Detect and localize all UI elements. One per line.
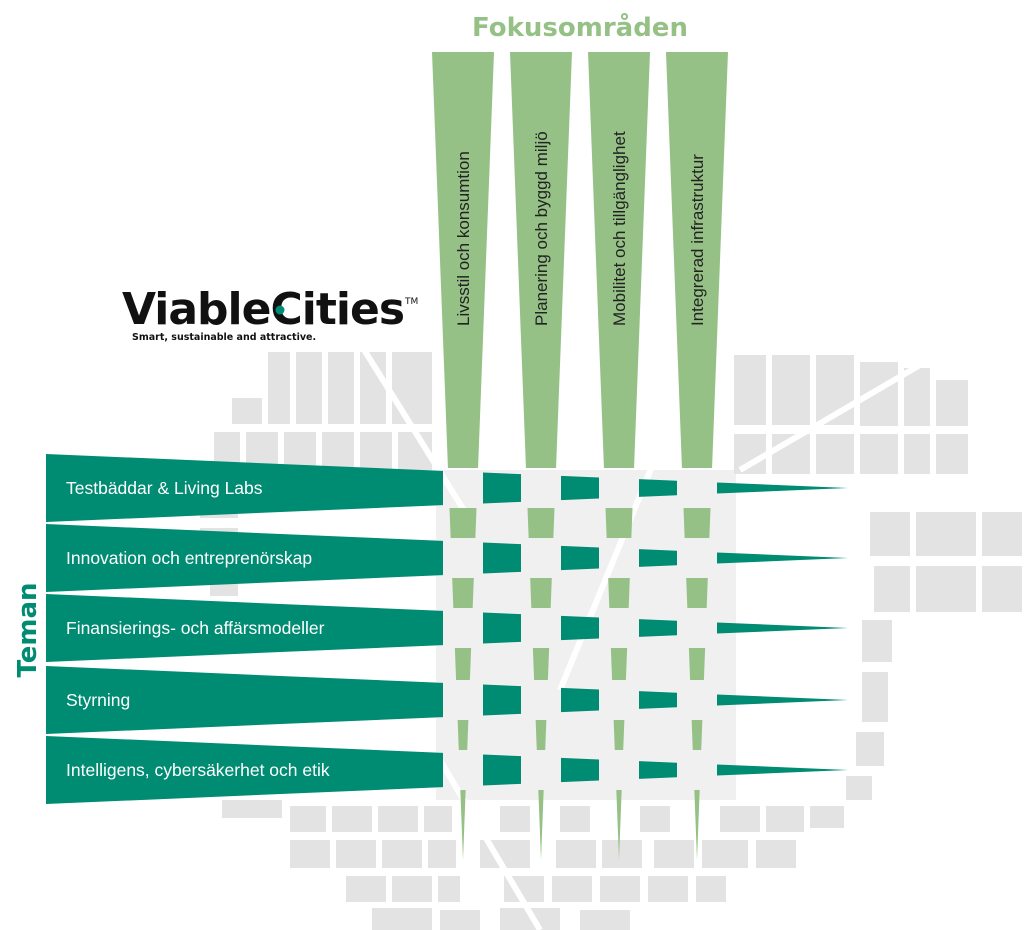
focus-column-segment [530,578,552,608]
focus-column-segment [449,508,477,538]
focus-column-segment [452,578,474,608]
theme-row-segment [483,612,521,644]
focus-column-segment [432,52,494,468]
logo-dot-icon [275,305,285,315]
theme-label: Finansierings- och affärsmodeller [66,618,325,638]
logo-trademark: TM [404,297,418,307]
theme-row-segment [717,622,848,634]
focus-column-segment [535,720,547,750]
theme-row-3: Finansierings- och affärsmodeller [46,594,848,662]
focus-column-segment [686,578,708,608]
theme-label: Styrning [66,690,130,710]
focus-column-segment [457,720,469,750]
focus-column-segment [532,648,550,680]
theme-row-segment [483,472,521,504]
focus-column-segment [613,720,625,750]
theme-row-segment [717,482,848,494]
theme-row-4: Styrning [46,666,848,734]
theme-row-segment [46,454,443,522]
theme-row-segment [46,736,443,804]
theme-row-2: Innovation och entreprenörskap [46,524,848,592]
theme-label: Testbäddar & Living Labs [66,478,263,498]
focus-area-columns: Livsstil och konsumtion Planering och byg… [432,52,728,860]
focus-column-segment [538,790,544,860]
focus-area-label: Planering och byggd miljö [532,131,551,326]
theme-row-segment [561,757,599,783]
theme-row-segment [561,475,599,501]
focus-area-label: Mobilitet och tillgänglighet [610,131,629,326]
theme-label: Innovation och entreprenörskap [66,548,312,568]
theme-row-segment [46,666,443,734]
logo-tagline: Smart, sustainable and attractive. [132,332,316,343]
theme-row-segment [639,549,677,567]
theme-row-segment [561,545,599,571]
focus-column-segment [527,508,555,538]
logo-text-cities: Cities [270,284,404,335]
theme-row-segment [561,615,599,641]
focus-column-segment [683,508,711,538]
focus-column-segment [616,790,622,860]
focus-column-segment [454,648,472,680]
theme-row-segment [483,542,521,574]
theme-row-segment [639,479,677,497]
focus-column-segment [608,578,630,608]
focus-column-2: Planering och byggd miljö [510,52,572,860]
theme-row-segment [717,552,848,564]
fokus-title: Fokusområden [472,11,688,43]
focus-column-segment [666,52,728,468]
focus-column-segment [510,52,572,468]
logo-text-viable: Viable [122,284,270,335]
theme-row-segment [561,687,599,713]
focus-column-3: Mobilitet och tillgänglighet [588,52,650,860]
focus-column-segment [605,508,633,538]
focus-column-1: Livsstil och konsumtion [432,52,494,860]
theme-row-segment [46,594,443,662]
focus-column-segment [688,648,706,680]
theme-row-1: Testbäddar & Living Labs [46,454,848,522]
theme-row-segment [639,691,677,709]
theme-row-segment [717,764,848,776]
viable-cities-logo: ViableCities TM Smart, sustainable and a… [122,284,418,343]
theme-row-segment [639,619,677,637]
theme-row-segment [483,684,521,716]
theme-row-segment [483,754,521,786]
focus-column-segment [588,52,650,468]
teman-title: Teman [13,582,43,677]
theme-row-5: Intelligens, cybersäkerhet och etik [46,736,848,804]
focus-column-segment [610,648,628,680]
svg-text:ViableCities: ViableCities [122,284,404,335]
focus-column-4: Integrerad infrastruktur [666,52,728,860]
focus-area-label: Livsstil och konsumtion [454,151,473,326]
focus-area-label: Integrerad infrastruktur [688,154,707,326]
theme-row-segment [639,761,677,779]
focus-column-segment [460,790,466,860]
theme-row-segment [46,524,443,592]
theme-row-segment [717,694,848,706]
focus-column-segment [691,720,703,750]
focus-column-segment [694,790,700,860]
theme-label: Intelligens, cybersäkerhet och etik [66,760,330,780]
